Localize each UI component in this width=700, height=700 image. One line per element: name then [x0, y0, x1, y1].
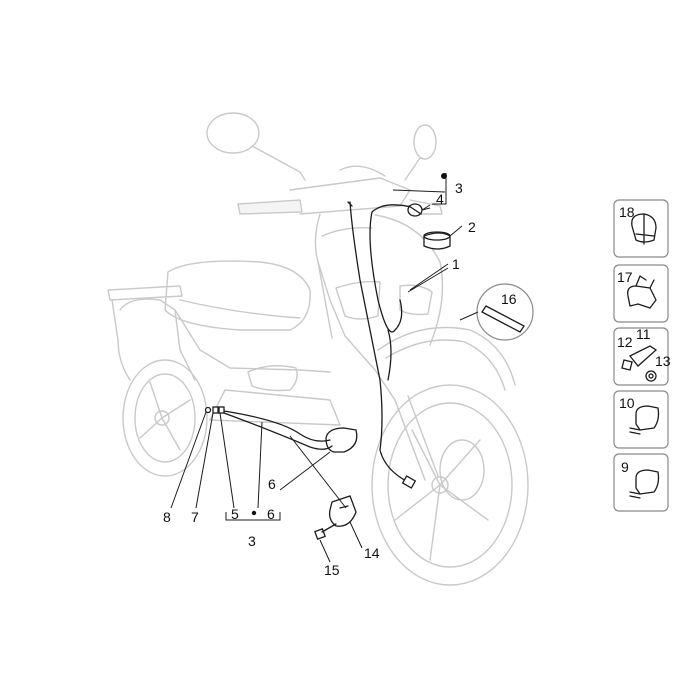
cable-part-1 — [347, 201, 417, 489]
callout-16: 16 — [501, 291, 517, 307]
callout-3-top: 3 — [455, 180, 463, 196]
callout-labels: 1 2 3 4 16 8 7 5 6 3 6 14 15 — [163, 180, 517, 578]
front-fork — [394, 395, 439, 481]
callout-6-bottom: 6 — [267, 506, 275, 522]
callout-1: 1 — [452, 256, 460, 272]
detail-label-11: 11 — [636, 326, 651, 342]
detail-label-10: 10 — [619, 395, 635, 411]
side-detail-boxes: 18 17 12 11 13 10 9 — [613, 199, 671, 512]
detail-label-17: 17 — [617, 269, 633, 285]
part-15-screw — [314, 523, 337, 540]
cable-part-6 — [223, 204, 416, 450]
callout-2: 2 — [468, 219, 476, 235]
front-wheel — [371, 384, 529, 586]
detail-box-11-12-13: 12 11 13 — [613, 326, 671, 386]
detail-box-18: 18 — [613, 199, 669, 258]
detail-box-17: 17 — [613, 264, 669, 323]
detail-label-9: 9 — [621, 459, 629, 475]
cable-guide-loop — [325, 427, 358, 453]
callout-5: 5 — [231, 506, 239, 522]
callout-4: 4 — [436, 191, 444, 207]
left-mirror — [206, 112, 306, 181]
small-fittings — [204, 406, 225, 414]
callout-7: 7 — [191, 509, 199, 525]
rear-wheel — [122, 359, 208, 477]
detail-label-18: 18 — [619, 204, 635, 220]
detail-box-10: 10 — [613, 390, 669, 449]
part-2-grommet — [423, 231, 451, 250]
cable-routing — [204, 201, 451, 540]
detail-label-12: 12 — [617, 334, 633, 350]
callout-14: 14 — [364, 545, 380, 561]
part-4-clamp — [407, 203, 423, 217]
front-fender — [377, 326, 516, 391]
detail-label-13: 13 — [655, 353, 671, 369]
detail-box-9: 9 — [613, 453, 669, 512]
callout-8: 8 — [163, 509, 171, 525]
seat — [164, 260, 311, 331]
front-body — [314, 213, 444, 401]
scooter-outline — [107, 112, 529, 586]
leader-lines — [170, 173, 463, 563]
callout-6: 6 — [268, 476, 276, 492]
callout-15: 15 — [324, 562, 340, 578]
rear-carrier — [107, 285, 183, 341]
right-mirror — [404, 124, 437, 181]
part-14-bracket — [328, 495, 357, 527]
part-16-inset — [459, 283, 534, 341]
callout-3-bottom: 3 — [248, 533, 256, 549]
handlebar — [237, 165, 443, 215]
rear-body — [117, 298, 341, 426]
